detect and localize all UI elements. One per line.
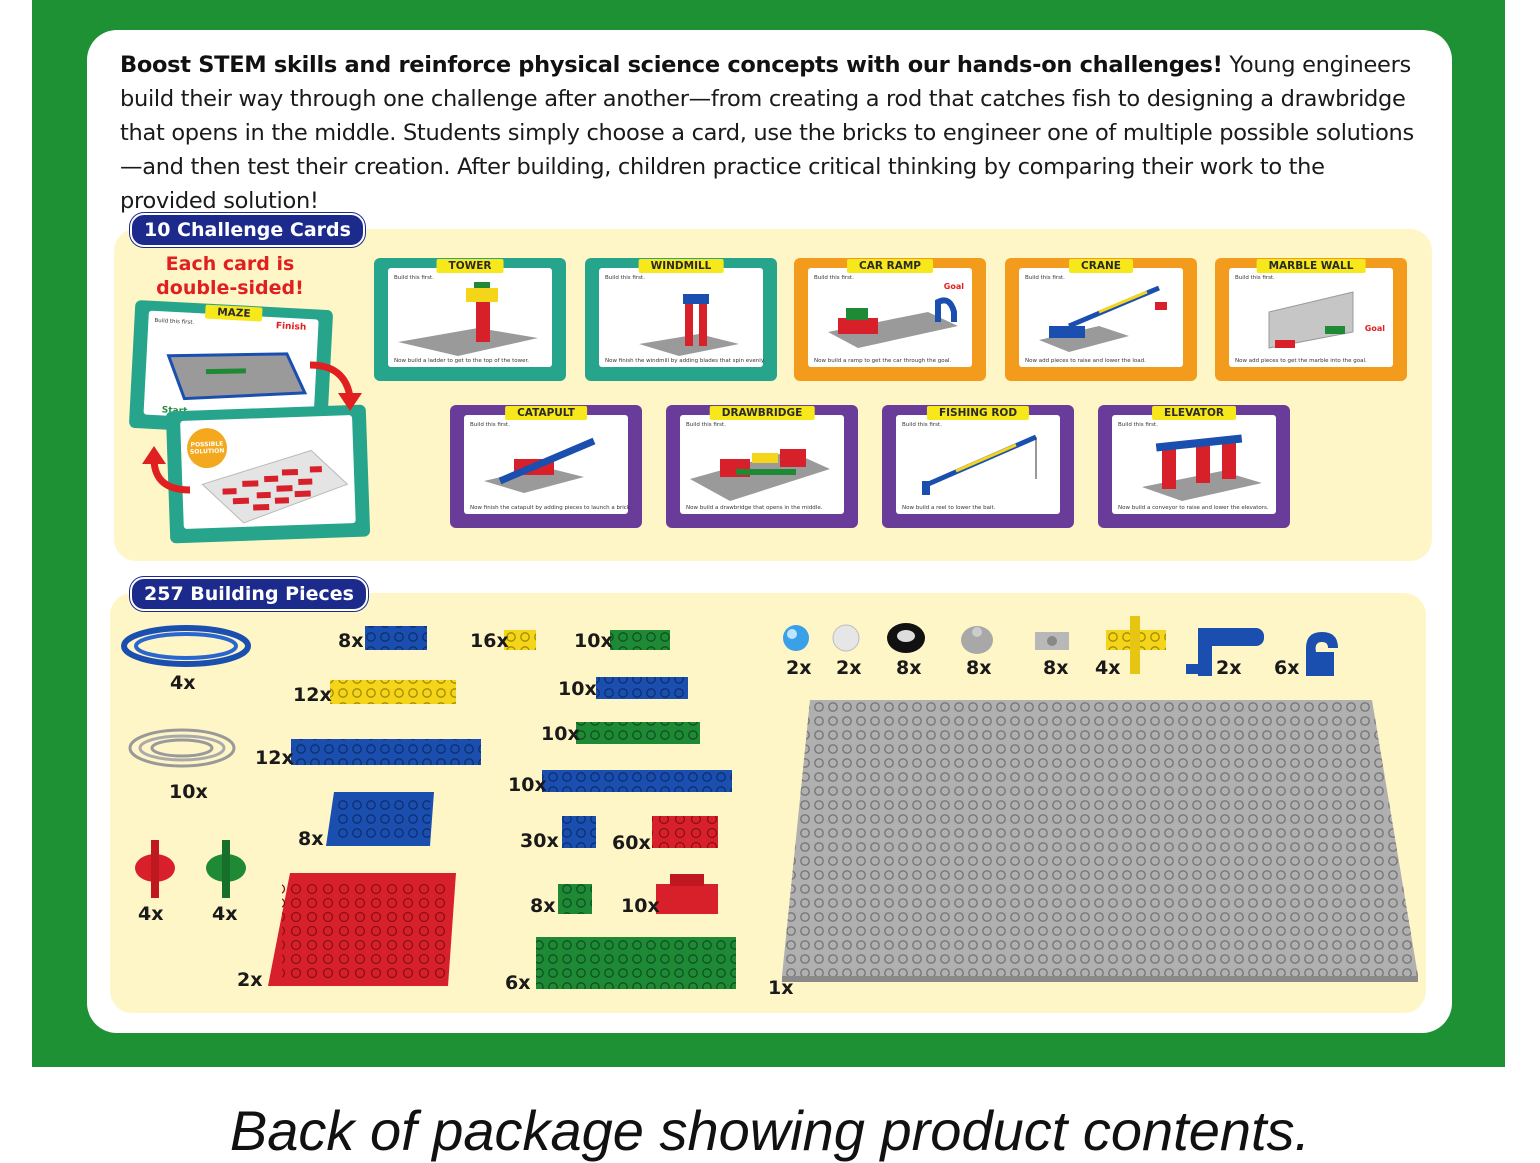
qty-yellow-hinge: 4x (1095, 657, 1121, 679)
card-step2: Now build a ramp to get the car through … (814, 358, 952, 364)
marble-wall-illustration (1268, 291, 1354, 349)
challenge-card-elevator: ELEVATOR Build this first. Now build a c… (1098, 405, 1290, 528)
qty-white-rope: 10x (169, 781, 208, 803)
card-title: DRAWBRIDGE (709, 406, 815, 420)
qty-hub: 8x (966, 657, 992, 679)
qty-green-2x2: 8x (530, 895, 556, 917)
challenge-card-drawbridge: DRAWBRIDGE Build this first. Now build a… (666, 405, 858, 528)
crane-illustration (1039, 285, 1167, 352)
qty-green-big: 6x (505, 972, 531, 994)
drawbridge-illustration (690, 449, 830, 501)
flip-arrow-down-icon (309, 361, 362, 411)
qty-green-wheel: 4x (212, 903, 238, 925)
challenge-card-windmill: WINDMILL Build this first. Now finish th… (585, 258, 777, 381)
qty-red-wheel: 4x (138, 903, 164, 925)
card-title: MARBLE WALL (1256, 259, 1366, 273)
qty-blue-1x12: 10x (508, 774, 547, 796)
windmill-illustration (639, 294, 739, 356)
card-step1: Build this first. (686, 422, 726, 428)
qty-blue-long: 12x (255, 747, 294, 769)
qty-blue-1x6: 10x (558, 678, 597, 700)
qty-crank: 2x (1216, 657, 1242, 679)
challenge-cards-title: 10 Challenge Cards (130, 213, 365, 247)
fishing-rod-illustration (922, 434, 1037, 495)
challenge-card-marble-wall: MARBLE WALL Build this first. Now add pi… (1215, 258, 1407, 381)
challenge-card-fishing-rod: FISHING ROD Build this first. Now build … (882, 405, 1074, 528)
qty-yellow-2x2: 16x (470, 630, 509, 652)
maze-card-front: MAZE Build this first. Finish Start (128, 299, 334, 439)
image-caption: Back of package showing product contents… (229, 1099, 1311, 1162)
qty-baseplate: 1x (768, 977, 794, 999)
intro-text: Young engineers build their way through … (120, 52, 1414, 214)
card-step1: Build this first. (394, 275, 434, 281)
card-step1: Build this first. (1118, 422, 1158, 428)
qty-red-2x4: 60x (612, 832, 651, 854)
card-title: WINDMILL (638, 259, 724, 273)
card-title: ELEVATOR (1152, 406, 1236, 420)
qty-blue-rope: 4x (170, 672, 196, 694)
qty-green-1x8: 10x (541, 723, 580, 745)
flip-arrow-up-icon (142, 446, 191, 494)
card-title: CAR RAMP (847, 259, 933, 273)
intro-bold: Boost STEM skills and reinforce physical… (120, 52, 1223, 78)
card-step1: Build this first. (1025, 275, 1065, 281)
double-sided-line1: Each card is (165, 253, 295, 275)
double-sided-note: Each card is double-sided! (150, 252, 310, 300)
building-pieces-title: 257 Building Pieces (130, 577, 368, 611)
tower-illustration (398, 282, 538, 356)
maze-card-back: POSSIBLE SOLUTION (165, 404, 371, 544)
card-step2: Now build a drawbridge that opens in the… (686, 505, 823, 511)
qty-blue-2x4: 8x (338, 630, 364, 652)
pieces-illustration (121, 616, 1418, 989)
challenge-card-catapult: CATAPULT Build this first. Now finish th… (450, 405, 642, 528)
qty-blue-2x2: 30x (520, 830, 559, 852)
maze-solution-illustration (201, 449, 349, 524)
card-step2: Now finish the windmill by adding blades… (605, 358, 766, 364)
card-step2: Now build a ladder to get to the top of … (394, 358, 529, 364)
double-sided-line2: double-sided! (156, 277, 304, 299)
challenge-card-tower: TOWER Build this first. Now build a ladd… (374, 258, 566, 381)
qty-blue-big-plate: 8x (298, 828, 324, 850)
card-step2: Now build a conveyor to raise and lower … (1118, 505, 1269, 511)
card-step2: Now add pieces to raise and lower the lo… (1025, 358, 1146, 364)
maze-illustration (166, 352, 308, 401)
qty-red-plate: 2x (237, 969, 263, 991)
qty-yellow-plate: 12x (293, 684, 332, 706)
challenge-card-car-ramp: CAR RAMP Build this first. Now build a r… (794, 258, 986, 381)
card-step1: Build this first. (1235, 275, 1275, 281)
car-ramp-illustration (828, 297, 958, 348)
card-title: CATAPULT (505, 406, 587, 420)
challenge-card-crane: CRANE Build this first. Now add pieces t… (1005, 258, 1197, 381)
qty-green-1x4: 10x (574, 630, 613, 652)
card-step1: Build this first. (902, 422, 942, 428)
qty-red-step: 10x (621, 895, 660, 917)
card-step1: Build this first. (814, 275, 854, 281)
card-title: TOWER (436, 259, 504, 273)
card-step2: Now finish the catapult by adding pieces… (470, 505, 632, 511)
card-step2: Now build a reel to lower the bait. (902, 505, 996, 511)
qty-hook: 6x (1274, 657, 1300, 679)
qty-white-marble: 2x (836, 657, 862, 679)
catapult-illustration (484, 437, 596, 493)
marble-wall-goal-label: Goal (1364, 324, 1385, 333)
card-step2: Now add pieces to get the marble into th… (1235, 358, 1367, 364)
car-ramp-goal-label: Goal (943, 282, 964, 291)
card-step1: Build this first. (470, 422, 510, 428)
qty-axle-brick: 8x (1043, 657, 1069, 679)
elevator-illustration (1142, 434, 1262, 501)
qty-tire: 8x (896, 657, 922, 679)
card-title: FISHING ROD (926, 406, 1030, 420)
card-step1: Build this first. (605, 275, 645, 281)
qty-blue-marble: 2x (786, 657, 812, 679)
card-title: CRANE (1069, 259, 1133, 273)
intro-paragraph: Boost STEM skills and reinforce physical… (120, 48, 1425, 218)
